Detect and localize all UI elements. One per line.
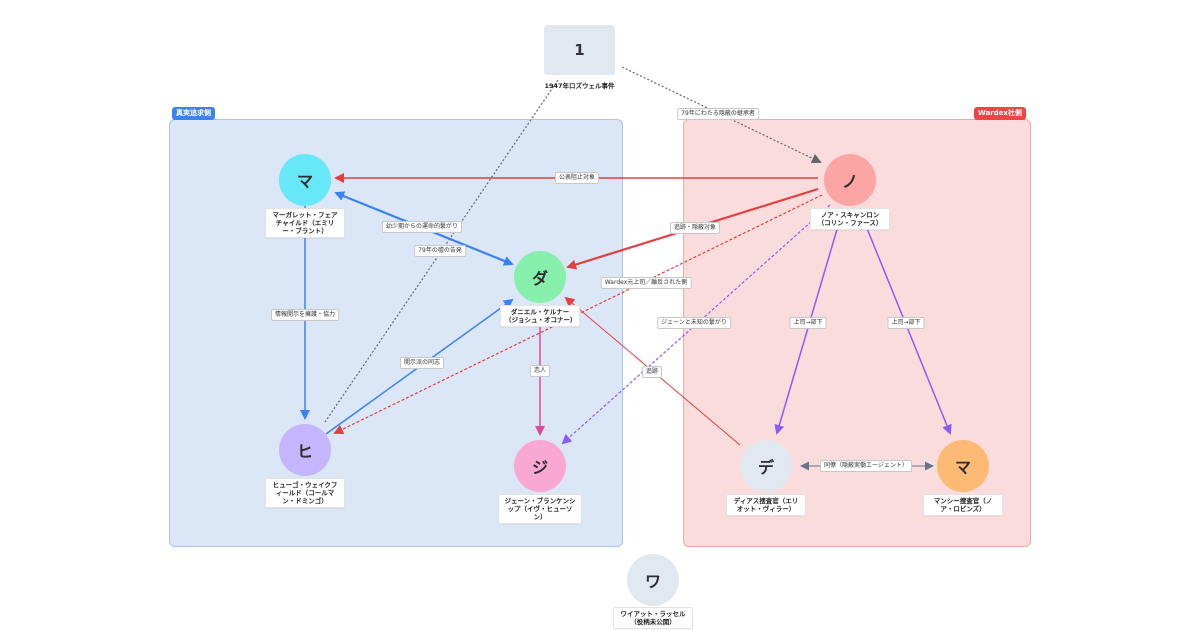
edge-noah-diaz (774, 225, 839, 435)
wyatt-node-glyph: ワ (644, 572, 661, 591)
edge-label-noah-mansi: 上司→部下 (887, 317, 925, 329)
edge-label-event-noah: 79年にわたる隠蔽の継承者 (677, 108, 759, 120)
margaret-node-label: マーガレット・フェアチャイルド（エミリー・ブラント） (265, 208, 345, 238)
jane-node[interactable]: ジ (514, 440, 566, 492)
edge-label-diaz-mansi: 同僚（隠蔽実働エージェント） (820, 460, 912, 472)
edge-label-daniel-jane: 恋人 (529, 365, 551, 377)
mansi-node-glyph: マ (954, 458, 971, 477)
jane-node-glyph: ジ (531, 458, 548, 477)
noah-node[interactable]: ノ (824, 154, 876, 206)
edge-label-noah-diaz: 上司→部下 (789, 317, 827, 329)
event-node-glyph: 1 (574, 41, 585, 59)
edge-label-hugo-daniel: 開示派の同志 (399, 357, 445, 369)
noah-node-glyph: ノ (841, 172, 858, 191)
wyatt-node-label: ワイアット・ラッセル（役柄未公開） (613, 607, 693, 629)
daniel-node-glyph: ダ (531, 269, 548, 288)
edge-label-event-hugo: 79年の嘘の告発 (414, 245, 466, 257)
edge-event-hugo (324, 79, 559, 423)
edge-label-margaret-hugo: 情報開示を擁護・協力 (270, 309, 340, 321)
wyatt-node[interactable]: ワ (627, 554, 679, 606)
edge-label-margaret-daniel: 幼少期からの運命的繋がり (381, 221, 463, 233)
hugo-node-glyph: ヒ (296, 442, 313, 461)
wardex-group-label: Wardex社側 (974, 107, 1026, 120)
margaret-node-glyph: マ (296, 172, 313, 191)
jane-node-label: ジェーン・ブランケンシップ（イヴ・ヒューソン） (498, 494, 582, 524)
mansi-node-label: マンシー捜査官（ノア・ロビンズ） (923, 494, 1003, 516)
mansi-node[interactable]: マ (937, 440, 989, 492)
edge-label-noah-hugo: Wardex元上司／離反された側 (600, 277, 692, 289)
edge-noah-mansi (865, 225, 952, 435)
event-node-label: 1947年ロズウェル事件 (544, 82, 615, 90)
daniel-node-label: ダニエル・ケルナー（ジョシュ・オコナー） (500, 305, 580, 327)
daniel-node[interactable]: ダ (514, 251, 566, 303)
diaz-node-glyph: デ (757, 458, 774, 477)
margaret-node[interactable]: マ (279, 154, 331, 206)
hugo-node[interactable]: ヒ (279, 424, 331, 476)
edge-label-diaz-daniel: 追跡 (641, 366, 663, 378)
edge-label-noah-daniel: 追跡・隠蔽対象 (669, 222, 721, 234)
hugo-node-label: ヒューゴ・ウェイクフィールド（コールマン・ドミンゴ） (265, 478, 345, 508)
edge-label-noah-margaret: 公表阻止対象 (554, 172, 600, 184)
noah-node-label: ノア・スキャンロン（コリン・ファース） (810, 208, 890, 230)
diaz-node-label: ディアス捜査官（エリオット・ヴィラー） (726, 494, 806, 516)
event-node[interactable]: 1 (544, 25, 615, 75)
edge-label-noah-jane: ジェーンと未知の繋がり (657, 317, 731, 329)
diaz-node[interactable]: デ (740, 440, 792, 492)
truth-seekers-group-label: 真実追求側 (172, 107, 215, 120)
